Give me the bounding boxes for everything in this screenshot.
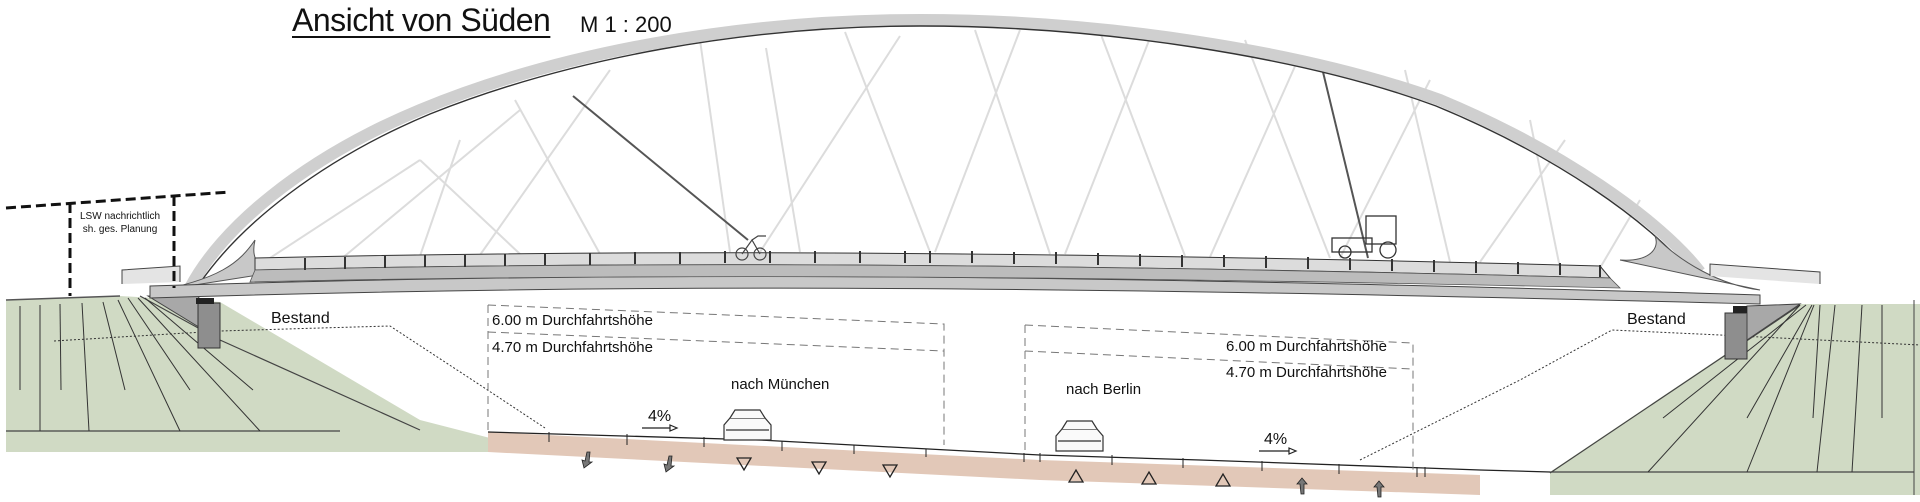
noise-barrier-note-line2: sh. ges. Planung <box>82 224 158 235</box>
clearance-label-left-lower: 4.70 m Durchfahrtshöhe <box>492 339 653 356</box>
car-munich <box>723 409 772 441</box>
noise-barrier-note: LSW nachrichtlich sh. ges. Planung <box>80 210 160 236</box>
drawing-title: Ansicht von Süden <box>292 2 551 38</box>
left-abutment <box>146 295 222 349</box>
existing-label-left: Bestand <box>271 310 330 327</box>
steel-arch <box>149 13 1761 293</box>
existing-terrain-line-right <box>1359 329 1920 461</box>
hanger-net <box>269 29 1641 269</box>
road-section <box>487 431 1551 498</box>
bridge-deck <box>121 251 1821 305</box>
noise-barrier-outline <box>5 190 231 296</box>
clearance-envelope-left <box>487 304 945 445</box>
clearance-label-right-lower: 4.70 m Durchfahrtshöhe <box>1226 364 1387 381</box>
clearance-envelope-right <box>1024 324 1414 470</box>
right-abutment <box>1724 303 1802 360</box>
tractor-figure <box>1331 215 1397 259</box>
slope-arrow-left <box>642 424 679 432</box>
clearance-label-right-upper: 6.00 m Durchfahrtshöhe <box>1226 338 1387 355</box>
slope-label-left: 4% <box>648 408 672 425</box>
existing-label-right: Bestand <box>1627 311 1686 328</box>
left-embankment <box>5 295 490 452</box>
clearance-label-left-upper: 6.00 m Durchfahrtshöhe <box>492 312 653 329</box>
drainage-arrow-markers <box>581 451 1385 498</box>
noise-barrier-note-line1: LSW nachrichtlich <box>80 211 161 222</box>
main-hangers <box>572 71 1369 259</box>
drawing-scale: M 1 : 200 <box>580 12 672 37</box>
direction-label-berlin: nach Berlin <box>1066 381 1142 398</box>
direction-label-munich: nach München <box>731 376 830 393</box>
slope-arrow-right <box>1259 447 1298 455</box>
right-embankment <box>1549 300 1920 495</box>
existing-terrain-line <box>53 325 546 429</box>
survey-triangle-markers <box>735 457 1232 487</box>
car-berlin <box>1055 420 1104 452</box>
slope-label-right: 4% <box>1264 431 1288 448</box>
cyclist-figure <box>735 235 767 261</box>
